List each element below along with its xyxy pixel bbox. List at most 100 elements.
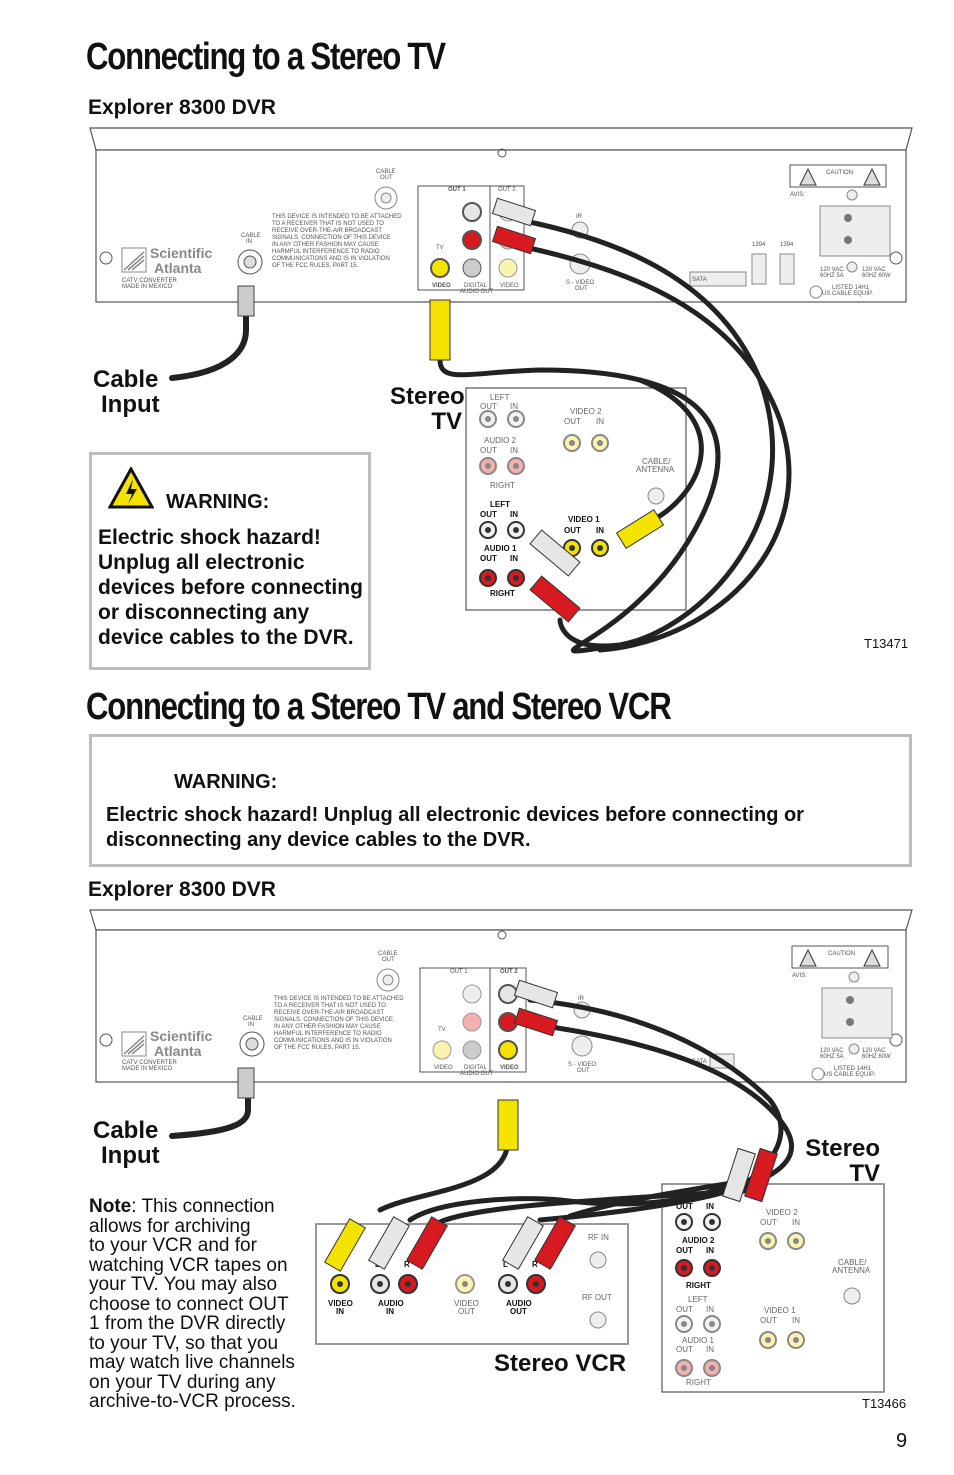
warning-text-1: Electric shock hazard! Unplug all electr…	[98, 526, 363, 649]
svg-text:OUT: OUT	[564, 526, 581, 535]
svg-text:IR: IR	[578, 996, 585, 1002]
section1-subtitle: Explorer 8300 DVR	[88, 96, 276, 119]
svg-text:RECEIVE OVER-THE-AIR BROADCAST: RECEIVE OVER-THE-AIR BROADCAST	[272, 228, 382, 234]
svg-text:CABLE/: CABLE/	[642, 457, 671, 466]
svg-text:IN: IN	[706, 1246, 714, 1255]
svg-text:OUT: OUT	[676, 1305, 693, 1314]
svg-text:VIDEO: VIDEO	[328, 1299, 353, 1308]
svg-text:AUDIO 2: AUDIO 2	[484, 436, 517, 445]
svg-text:TV: TV	[438, 1027, 446, 1033]
svg-text:IN: IN	[792, 1218, 800, 1227]
svg-text:OUT: OUT	[577, 1068, 590, 1074]
section2-stereo-vcr-label: Stereo VCR	[494, 1350, 627, 1377]
svg-text:1394: 1394	[780, 242, 794, 248]
warning-triangle-icon	[108, 467, 154, 509]
svg-text:60HZ 5A: 60HZ 5A	[820, 1054, 844, 1060]
svg-text:OUT: OUT	[510, 1307, 527, 1316]
svg-text:TO A RECEIVER THAT IS NOT USED: TO A RECEIVER THAT IS NOT USED TO	[272, 221, 384, 227]
svg-text:OUT: OUT	[480, 446, 497, 455]
section2-title: Connecting to a Stereo TV and Stereo VCR	[86, 686, 672, 728]
svg-text:US CABLE EQUIP.: US CABLE EQUIP.	[822, 291, 873, 297]
note-text: Note: This connection allows for archivi…	[89, 1196, 296, 1412]
svg-text:COMMUNICATIONS AND IS IN VIOLA: COMMUNICATIONS AND IS IN VIOLATION	[274, 1038, 392, 1044]
svg-text:OUT 2: OUT 2	[500, 969, 518, 975]
svg-text:RIGHT: RIGHT	[686, 1281, 711, 1290]
svg-text:RIGHT: RIGHT	[490, 589, 515, 598]
svg-text:AUDIO 1: AUDIO 1	[484, 544, 517, 553]
svg-text:HARMFUL INTERFERENCE TO RADIO: HARMFUL INTERFERENCE TO RADIO	[272, 249, 380, 255]
svg-text:VIDEO: VIDEO	[454, 1299, 479, 1308]
svg-text:IN: IN	[706, 1345, 714, 1354]
svg-text:OUT 1: OUT 1	[448, 187, 466, 193]
svg-text:OUT: OUT	[575, 286, 588, 292]
dvr-cable-in-label: CABLE	[241, 233, 261, 239]
svg-text:IN: IN	[248, 1022, 254, 1028]
svg-text:LEFT: LEFT	[490, 500, 510, 509]
svg-text:CABLE: CABLE	[378, 951, 398, 957]
cable-plugs-2	[237, 979, 778, 1272]
diagram-stereo-tv: CABLE OUT CABLE IN Scientific Atlanta CA…	[89, 127, 913, 654]
svg-text:AUDIO: AUDIO	[378, 1299, 404, 1308]
svg-text:OUT: OUT	[676, 1345, 693, 1354]
svg-text:IN: IN	[706, 1202, 714, 1211]
svg-text:VIDEO: VIDEO	[432, 283, 451, 289]
svg-text:SATA: SATA	[692, 1059, 707, 1065]
svg-text:OF THE FCC RULES, PART 15.: OF THE FCC RULES, PART 15.	[274, 1045, 361, 1051]
svg-text:RIGHT: RIGHT	[490, 481, 515, 490]
svg-text:MADE IN MEXICO: MADE IN MEXICO	[122, 284, 173, 290]
svg-text:VIDEO 2: VIDEO 2	[570, 407, 602, 416]
section2-subtitle: Explorer 8300 DVR	[88, 878, 276, 901]
svg-text:IN ANY OTHER FASHION MAY CAUSE: IN ANY OTHER FASHION MAY CAUSE	[274, 1024, 381, 1030]
svg-text:Scientific: Scientific	[150, 1028, 212, 1044]
svg-text:L: L	[503, 1260, 508, 1269]
svg-text:VIDEO: VIDEO	[500, 283, 519, 289]
svg-text:IN: IN	[510, 510, 518, 519]
svg-text:OUT: OUT	[480, 554, 497, 563]
svg-text:IN: IN	[510, 402, 518, 411]
svg-text:AUDIO 2: AUDIO 2	[682, 1236, 715, 1245]
svg-text:120 VAC: 120 VAC	[820, 1048, 844, 1054]
svg-text:RF IN: RF IN	[588, 1233, 609, 1242]
dvr-cable-out-label: CABLE	[376, 169, 396, 175]
svg-text:IN: IN	[336, 1307, 344, 1316]
warning-box-2: WARNING: Electric shock hazard! Unplug a…	[89, 734, 912, 867]
figure-id-2: T13466	[862, 1396, 907, 1411]
svg-text:IR: IR	[576, 214, 583, 220]
svg-text:SIGNALS. CONNECTION OF THIS DE: SIGNALS. CONNECTION OF THIS DEVICE	[272, 235, 391, 241]
section1-title: Connecting to a Stereo TV	[86, 36, 446, 78]
warning-box-1: WARNING: Electric shock hazard! Unplug a…	[89, 452, 371, 670]
cable-plugs-1	[429, 197, 665, 623]
svg-text:IN: IN	[596, 417, 604, 426]
svg-text:IN: IN	[596, 526, 604, 535]
svg-text:IN: IN	[510, 554, 518, 563]
svg-text:SATA: SATA	[692, 277, 707, 283]
svg-text:OUT: OUT	[676, 1202, 693, 1211]
svg-text:SIGNALS. CONNECTION OF THIS DE: SIGNALS. CONNECTION OF THIS DEVICE	[274, 1017, 393, 1023]
svg-text:VIDEO 1: VIDEO 1	[568, 515, 600, 524]
svg-text:120 VAC: 120 VAC	[862, 1048, 886, 1054]
page-number: 9	[896, 1430, 908, 1452]
svg-text:US CABLE EQUIP.: US CABLE EQUIP.	[824, 1072, 875, 1078]
svg-text:R: R	[532, 1260, 538, 1269]
svg-text:OUT: OUT	[382, 957, 395, 963]
svg-text:TV: TV	[436, 245, 444, 251]
svg-text:THIS DEVICE IS INTENDED TO BE: THIS DEVICE IS INTENDED TO BE ATTACHED	[274, 996, 404, 1002]
diagram-stereo-tv-vcr: CABLE OUT CABLE IN Scientific Atlanta CA…	[89, 909, 913, 1393]
svg-text:CATV CONVERTER: CATV CONVERTER	[122, 278, 177, 284]
svg-text:OUT: OUT	[676, 1246, 693, 1255]
brand-logo-text: Scientific	[150, 245, 212, 261]
svg-text:OUT: OUT	[380, 175, 393, 181]
svg-text:CABLE: CABLE	[243, 1016, 263, 1022]
svg-text:LISTED 14H1: LISTED 14H1	[834, 1066, 872, 1072]
svg-text:LEFT: LEFT	[688, 1295, 708, 1304]
tv-panel-2	[661, 1183, 885, 1393]
svg-text:VIDEO: VIDEO	[434, 1065, 453, 1071]
svg-text:60HZ 5A: 60HZ 5A	[820, 273, 844, 279]
svg-text:ANTENNA: ANTENNA	[636, 465, 675, 474]
svg-text:AVIS:: AVIS:	[790, 192, 805, 198]
svg-text:IN: IN	[706, 1305, 714, 1314]
svg-text:MADE IN MEXICO: MADE IN MEXICO	[122, 1066, 173, 1072]
